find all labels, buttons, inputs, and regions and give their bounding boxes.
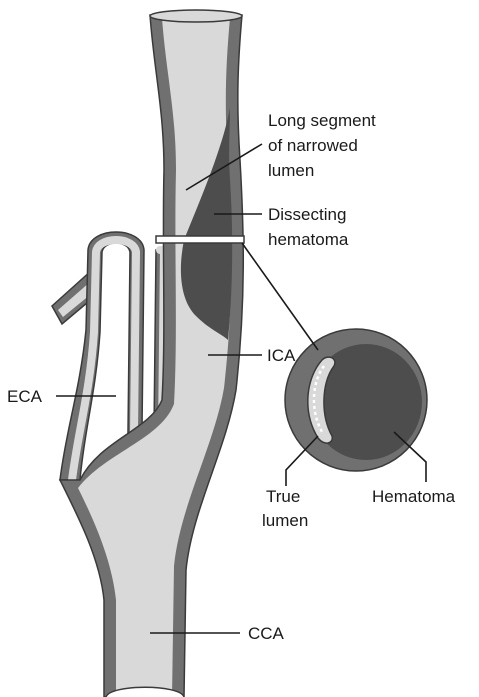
label-cca: CCA [248,624,285,643]
cross-section-marker [156,236,244,243]
label-narrowed-lumen-3: lumen [268,161,314,180]
label-hematoma: Hematoma [372,487,456,506]
leader-cross-section [242,243,318,350]
label-true-lumen-2: lumen [262,511,308,530]
vessel-top-rim [150,10,242,22]
label-true-lumen-1: True [266,487,300,506]
label-dissecting-hematoma-1: Dissecting [268,205,346,224]
label-ica: ICA [267,346,296,365]
cross-section [285,329,427,471]
label-dissecting-hematoma-2: hematoma [268,230,349,249]
label-eca: ECA [7,387,43,406]
label-narrowed-lumen-1: Long segment [268,111,376,130]
label-narrowed-lumen-2: of narrowed [268,136,358,155]
